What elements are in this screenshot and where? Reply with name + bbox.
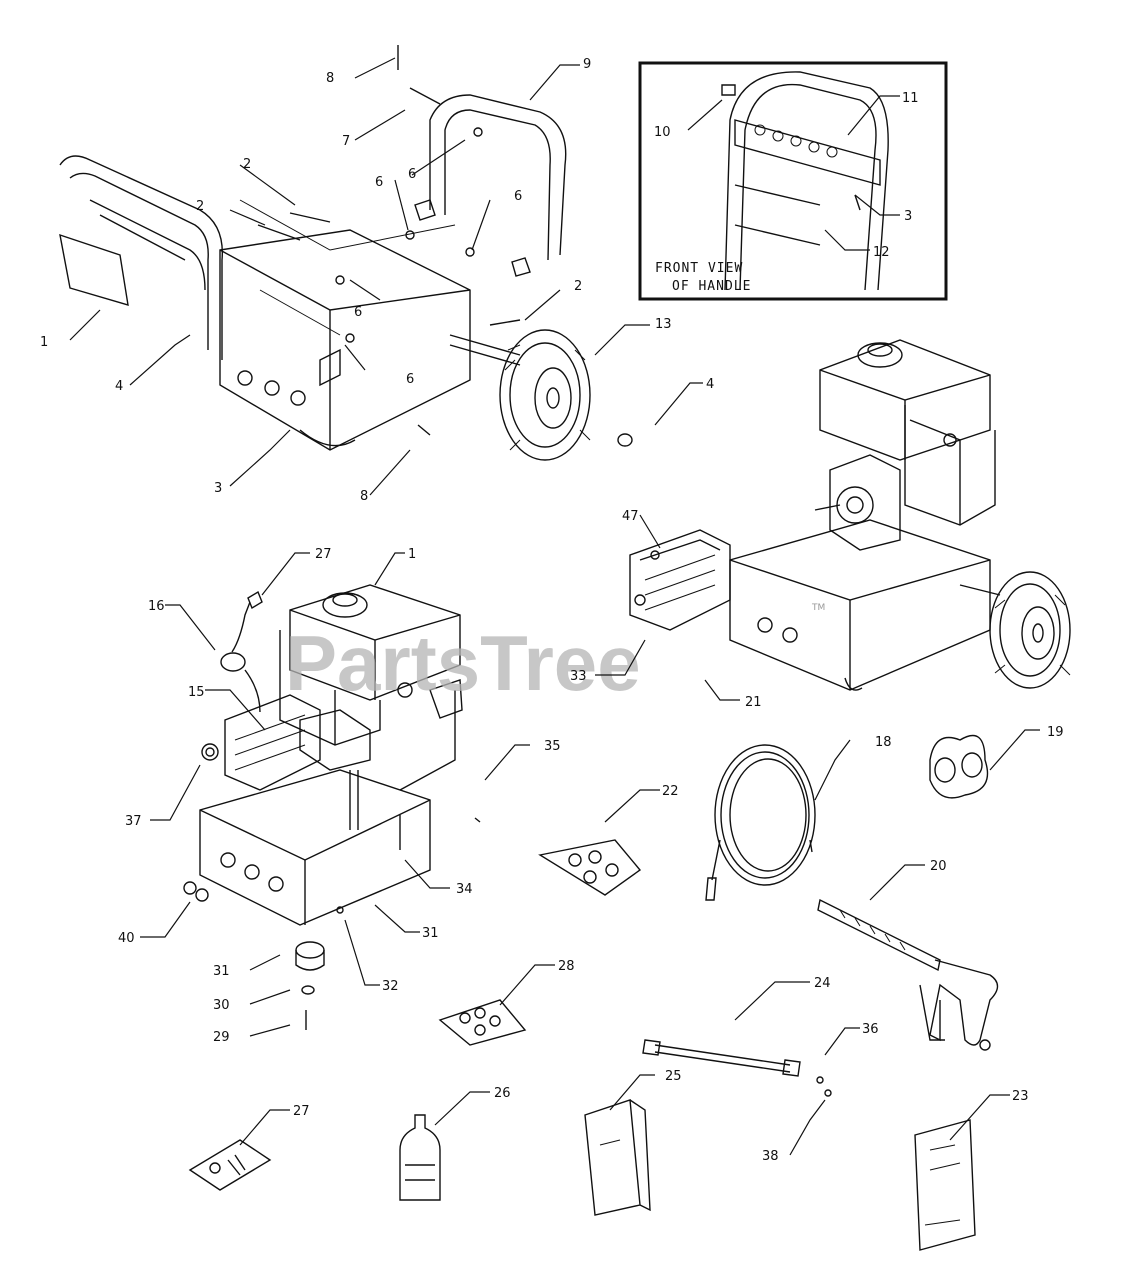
- callout-7: 7: [342, 134, 350, 149]
- wheel: [499, 329, 633, 461]
- callout-47: 47: [622, 509, 639, 524]
- callout-15: 15: [188, 685, 205, 700]
- partstree-watermark: PartsTree: [285, 619, 641, 707]
- callout-8-top: 8: [326, 71, 334, 86]
- callout-2a: 2: [243, 157, 251, 172]
- callout-13: 13: [655, 317, 672, 332]
- callout-30: 30: [213, 998, 230, 1013]
- assembled-unit-right: [629, 339, 1071, 691]
- callout-24: 24: [814, 976, 831, 991]
- callout-leaders: [69, 57, 1040, 1156]
- callout-4-wheel: 4: [706, 377, 714, 392]
- callout-22: 22: [662, 784, 679, 799]
- callout-19: 19: [1047, 725, 1064, 740]
- callout-29: 29: [213, 1030, 230, 1045]
- callout-34: 34: [456, 882, 473, 897]
- callout-35: 35: [544, 739, 561, 754]
- callout-28: 28: [558, 959, 575, 974]
- callout-3: 3: [214, 481, 222, 496]
- front-view-inset: FRONT VIEW OF HANDLE: [638, 61, 948, 301]
- callout-3-inset: 3: [904, 209, 912, 224]
- callout-27-tool: 27: [293, 1104, 310, 1119]
- callout-11: 11: [902, 91, 919, 106]
- callout-4: 4: [115, 379, 123, 394]
- callout-10: 10: [654, 125, 671, 140]
- callout-37: 37: [125, 814, 142, 829]
- callout-31-foot: 31: [213, 964, 230, 979]
- callout-18: 18: [875, 735, 892, 750]
- callout-2c: 2: [574, 279, 582, 294]
- callout-6a: 6: [375, 175, 383, 190]
- callout-21: 21: [745, 695, 762, 710]
- callout-25: 25: [665, 1069, 682, 1084]
- callout-1-engine: 1: [408, 547, 416, 562]
- engine-assembly-left: [183, 584, 481, 1030]
- callout-36: 36: [862, 1022, 879, 1037]
- accessories: [188, 734, 999, 1251]
- callout-27-engine: 27: [315, 547, 332, 562]
- callout-12: 12: [873, 245, 890, 260]
- callout-26: 26: [494, 1086, 511, 1101]
- callout-23: 23: [1012, 1089, 1029, 1104]
- callout-2b: 2: [196, 199, 204, 214]
- callout-31-engine: 31: [422, 926, 439, 941]
- trademark-mark: TM: [811, 603, 825, 613]
- callout-6e: 6: [354, 305, 362, 320]
- inset-caption-line2: OF HANDLE: [672, 279, 751, 294]
- callout-6d: 6: [406, 372, 414, 387]
- callout-numbers: 8 9 7 6 6 6 2 2 6 2 1 4 3 6 8 13 4 10 11…: [40, 57, 1064, 1164]
- callout-6c: 6: [514, 189, 522, 204]
- callout-33: 33: [570, 669, 587, 684]
- callout-16: 16: [148, 599, 165, 614]
- callout-8-bottom: 8: [360, 489, 368, 504]
- callout-6b: 6: [408, 167, 416, 182]
- frame-assembly: [59, 45, 567, 451]
- callout-40: 40: [118, 931, 135, 946]
- callout-20: 20: [930, 859, 947, 874]
- callout-1: 1: [40, 335, 48, 350]
- inset-caption-line1: FRONT VIEW: [655, 261, 743, 276]
- callout-38: 38: [762, 1149, 779, 1164]
- callout-32: 32: [382, 979, 399, 994]
- callout-9: 9: [583, 57, 591, 72]
